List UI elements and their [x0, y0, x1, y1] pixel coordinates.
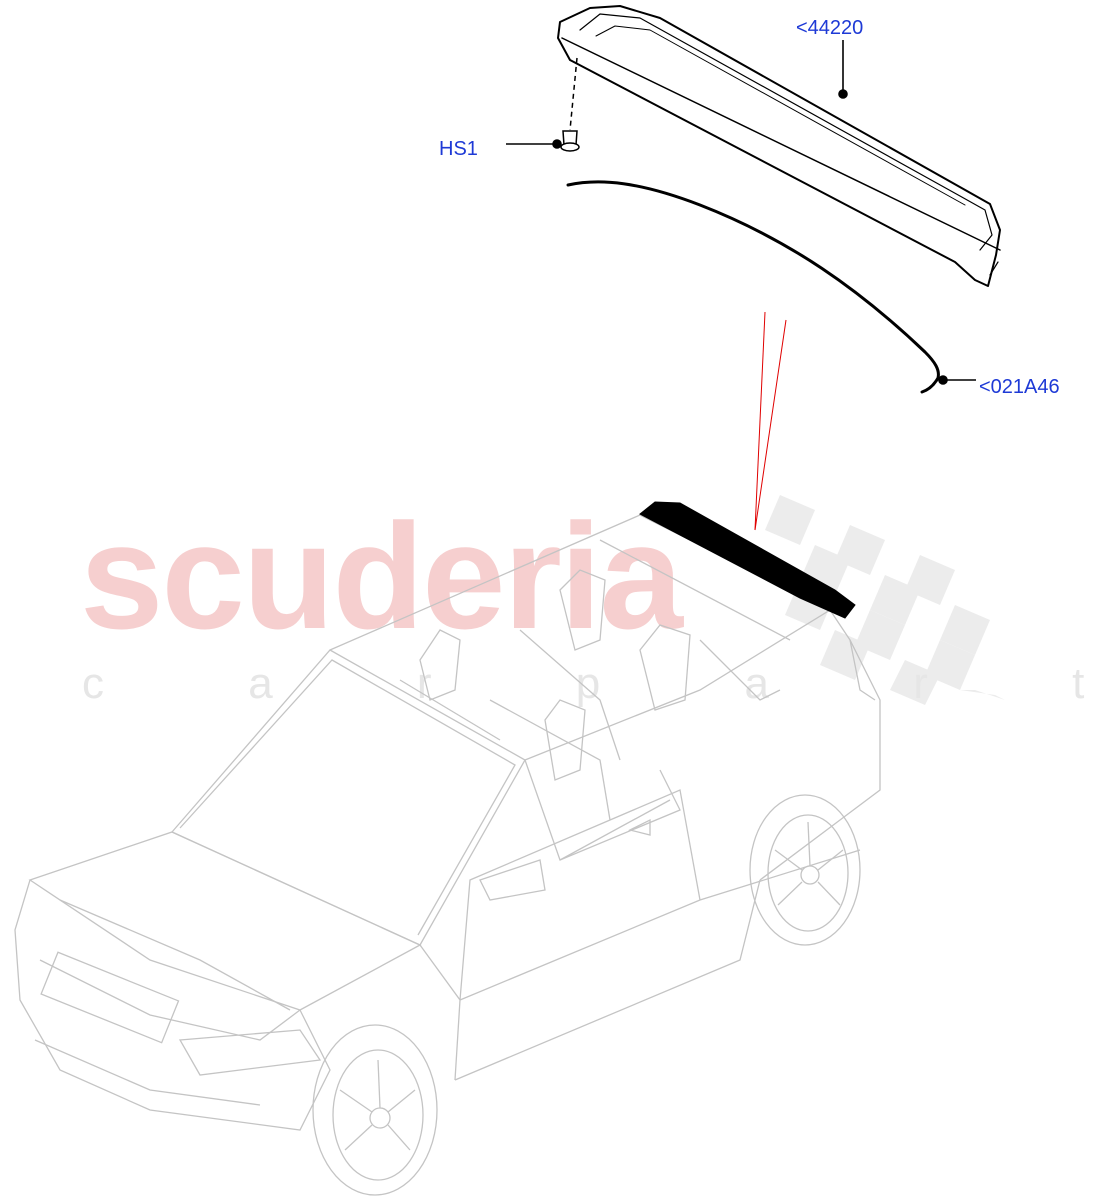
watermark: scuderia c a r p a r t s — [80, 492, 1095, 708]
callout-021a46[interactable]: <021A46 — [979, 376, 1060, 398]
watermark-subtitle: c a r p a r t s — [82, 659, 1095, 708]
watermark-brand: scuderia — [80, 492, 685, 660]
leader-dot — [838, 89, 848, 99]
checkered-flag-icon — [765, 495, 1005, 705]
callout-leaders — [506, 40, 976, 385]
highlighted-spoiler-on-vehicle — [639, 501, 856, 619]
reference-lines — [754, 311, 787, 531]
spoiler-part — [557, 5, 1001, 287]
callout-44220[interactable]: <44220 — [796, 17, 863, 39]
seal-part — [566, 180, 940, 394]
leader-dot — [552, 139, 562, 149]
vehicle-outline — [14, 514, 881, 1196]
callout-hs1[interactable]: HS1 — [439, 138, 478, 160]
fastener-part — [560, 57, 580, 152]
leader-dot — [938, 375, 948, 385]
